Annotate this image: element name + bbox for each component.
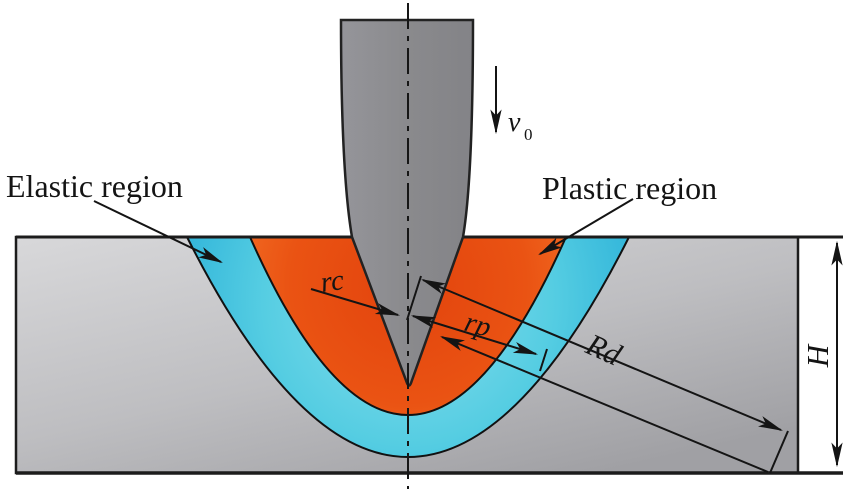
rc-leader xyxy=(310,288,401,316)
rc-label: rc xyxy=(319,264,346,299)
elastic-region-leader xyxy=(93,200,223,263)
rd-dimension-line-upper xyxy=(421,279,783,431)
velocity-subscript-label: 0 xyxy=(524,125,533,144)
plastic-region-label: Plastic region xyxy=(542,170,717,206)
rd-dimension-line-lower xyxy=(439,336,769,473)
rd-end-tick xyxy=(769,430,789,474)
elastic-region-label: Elastic region xyxy=(6,168,183,204)
plastic-region-leader xyxy=(538,198,634,256)
velocity-label: v xyxy=(508,107,521,138)
center-tick xyxy=(406,275,422,321)
h-label: H xyxy=(800,343,835,368)
